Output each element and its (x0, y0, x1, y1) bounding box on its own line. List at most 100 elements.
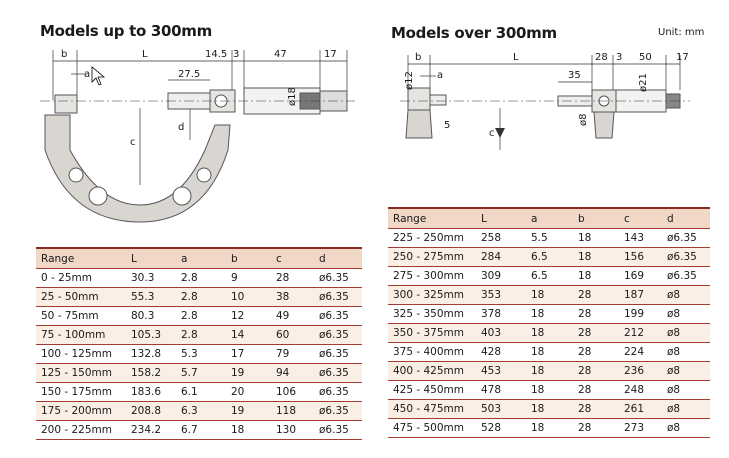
table-cell: 236 (619, 361, 662, 381)
table-cell: 300 - 325mm (388, 285, 476, 305)
table-cell: 150 - 175mm (36, 382, 126, 402)
table-cell: 475 - 500mm (388, 418, 476, 438)
table-cell: ø6.35 (314, 268, 362, 288)
table-cell: 19 (226, 363, 271, 383)
r-dim-L-label: L (513, 52, 519, 63)
table-cell: 18 (526, 304, 573, 324)
table-cell: ø8 (662, 285, 710, 305)
table-cell: 224 (619, 342, 662, 362)
table-cell: 6.5 (526, 266, 573, 286)
table-cell: 30.3 (126, 268, 176, 288)
table-cell: 199 (619, 304, 662, 324)
table-cell: 14 (226, 325, 271, 345)
table-cell: 28 (271, 268, 314, 288)
r-dim-50-label: 50 (639, 52, 652, 63)
table-cell: 6.7 (176, 420, 226, 440)
table-cell: 20 (226, 382, 271, 402)
table-cell: 18 (526, 285, 573, 305)
dim-d-label: d (178, 122, 184, 133)
table-cell: 453 (476, 361, 526, 381)
table-cell: 18 (526, 323, 573, 343)
dim-c-label: c (130, 137, 136, 148)
r-dim-28-label: 28 (595, 52, 608, 63)
r-dim-17-label: 17 (676, 52, 689, 63)
table-cell: 38 (271, 287, 314, 307)
table-cell: 130 (271, 420, 314, 440)
table-cell: 25 - 50mm (36, 287, 126, 307)
r-dim-dia12-label: ø12 (404, 71, 415, 90)
table-cell: 125 - 150mm (36, 363, 126, 383)
table-cell: ø8 (662, 361, 710, 381)
table-cell: 200 - 225mm (36, 420, 126, 440)
table-cell: 503 (476, 399, 526, 419)
table-cell: 18 (526, 418, 573, 438)
column-header: b (573, 207, 619, 229)
column-header: Range (388, 207, 476, 229)
table-cell: 132.8 (126, 344, 176, 364)
column-header: d (662, 207, 710, 229)
table-cell: 225 - 250mm (388, 228, 476, 248)
table-cell: 284 (476, 247, 526, 267)
table-cell: ø6.35 (314, 363, 362, 383)
table-cell: ø6.35 (314, 344, 362, 364)
table-cell: ø6.35 (662, 266, 710, 286)
table-cell: 100 - 125mm (36, 344, 126, 364)
table-cell: 18 (573, 228, 619, 248)
table-cell: 5.3 (176, 344, 226, 364)
dim-17-label: 17 (324, 49, 337, 60)
table-cell: 12 (226, 306, 271, 326)
table-cell: 156 (619, 247, 662, 267)
table-cell: ø8 (662, 323, 710, 343)
table-cell: 50 - 75mm (36, 306, 126, 326)
table-cell: 158.2 (126, 363, 176, 383)
right-section-title: Models over 300mm (391, 24, 557, 42)
table-cell: ø6.35 (314, 287, 362, 307)
left-section-title: Models up to 300mm (40, 22, 212, 40)
table-cell: 143 (619, 228, 662, 248)
right-micrometer-diagram: b L 28 3 50 17 a 35 ø12 ø21 ø8 5 c (400, 52, 690, 150)
table-cell: 212 (619, 323, 662, 343)
table-cell: 106 (271, 382, 314, 402)
table-cell: 28 (573, 285, 619, 305)
table-cell: 275 - 300mm (388, 266, 476, 286)
table-cell: 28 (573, 418, 619, 438)
table-cell: ø8 (662, 304, 710, 324)
r-dim-35-label: 35 (568, 70, 581, 81)
r-dim-b-label: b (415, 52, 421, 63)
table-cell: ø6.35 (314, 306, 362, 326)
table-cell: 2.8 (176, 306, 226, 326)
r-dim-dia8-label: ø8 (578, 114, 589, 126)
table-cell: 234.2 (126, 420, 176, 440)
cursor-arrow-icon (91, 66, 106, 86)
table-cell: 400 - 425mm (388, 361, 476, 381)
table-cell: 425 - 450mm (388, 380, 476, 400)
table-cell: 353 (476, 285, 526, 305)
table-cell: ø8 (662, 399, 710, 419)
column-header: L (476, 207, 526, 229)
table-cell: 378 (476, 304, 526, 324)
table-cell: 428 (476, 342, 526, 362)
dim-14-5-label: 14.5 (205, 49, 227, 60)
table-cell: 18 (226, 420, 271, 440)
dim-47-label: 47 (274, 49, 287, 60)
dim-L-label: L (142, 49, 148, 60)
table-cell: 2.8 (176, 325, 226, 345)
table-cell: 28 (573, 323, 619, 343)
column-header: a (526, 207, 573, 229)
table-cell: 261 (619, 399, 662, 419)
